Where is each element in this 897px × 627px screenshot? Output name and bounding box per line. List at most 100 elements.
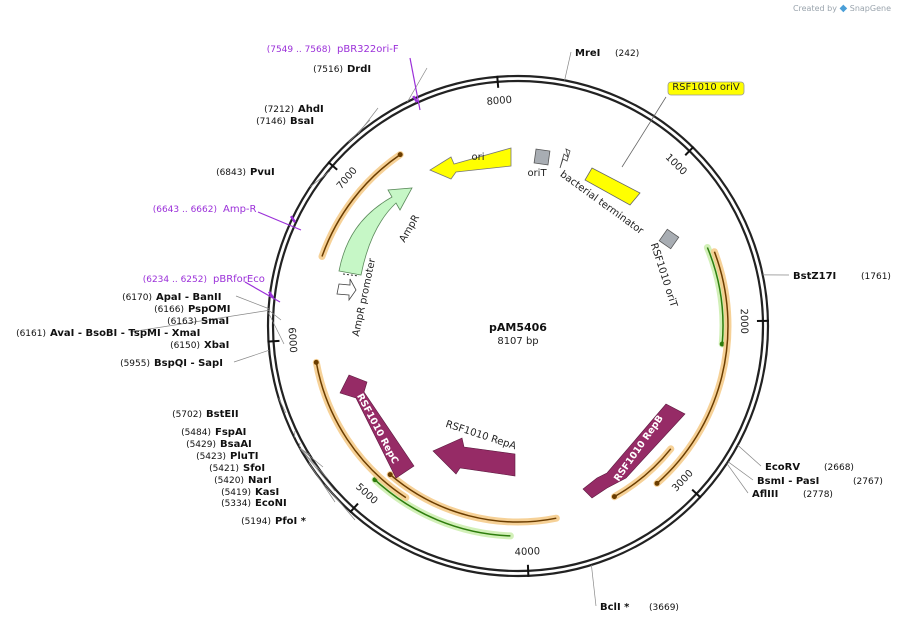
site-coord-bsaai: (5429): [186, 440, 216, 450]
site-name-pvui: PvuI: [250, 167, 275, 178]
site-name-bsteii: BstEII: [206, 409, 239, 420]
site-name-pasi: - PasI: [785, 476, 820, 487]
orf-arrow-tip: [388, 472, 393, 477]
site-name-avai: AvaI: [50, 328, 74, 339]
site-label-bsmi: BsmI - PasI: [757, 476, 819, 487]
site-leader-xbai: [268, 312, 284, 344]
site-coord-mrei: (242): [615, 49, 639, 59]
site-coord-avai: (6161): [16, 329, 46, 339]
site-name-bstz17i: BstZ17I: [793, 271, 836, 282]
site-name-bsobi: - BsoBI: [74, 328, 117, 339]
tick-mark: [497, 76, 498, 88]
site-name-xbai: XbaI: [204, 340, 229, 351]
site-name-fspai: FspAI: [215, 427, 246, 438]
site-coord-fspai: (5484): [181, 428, 211, 438]
site-coord-drdi: (7516): [313, 65, 343, 75]
rsf1010-orit-marker: [659, 229, 678, 248]
site-coord-kasi: (5419): [221, 488, 251, 498]
site-name-kasi: KasI: [255, 487, 279, 498]
site-name-nari: NarI: [248, 475, 272, 486]
site-name-bcli: BclI *: [600, 602, 630, 613]
site-label-bcli: BclI *: [600, 602, 630, 613]
site-name-bsmi: BsmI: [757, 476, 785, 487]
orf-arrow-tip: [612, 494, 617, 499]
site-coord-xbai: (6150): [170, 341, 200, 351]
orf-shadow: [390, 475, 556, 522]
site-name-ahdi: AhdI: [298, 104, 324, 115]
site-name-apai: ApaI: [156, 292, 181, 303]
primer-name-pbrforeco: pBRforEco: [213, 274, 265, 285]
site-coord-bsteii: (5702): [172, 410, 202, 420]
site-coord-afliii: (2778): [803, 490, 833, 500]
primer-coord-pbrforeco: (6234 .. 6252): [143, 275, 207, 285]
site-name-bsaai: BsaAI: [220, 439, 252, 450]
tick-label: 2000: [738, 308, 750, 334]
site-label-pluti: PluTI: [230, 451, 258, 462]
site-leader-apai: [236, 296, 269, 309]
site-coord-apai: (6170): [122, 293, 152, 303]
site-name-sfoi: SfoI: [243, 463, 265, 474]
tick-label: 1000: [663, 152, 689, 178]
tick-label: 6000: [286, 327, 299, 353]
site-label-sfoi: SfoI: [243, 463, 265, 474]
site-label-econi: EcoNI: [255, 498, 287, 509]
site-name-drdi: DrdI: [347, 64, 371, 75]
site-coord-ecorv: (2668): [824, 463, 854, 473]
site-label-pvui: PvuI: [250, 167, 275, 178]
orf-arrow-tip: [398, 152, 403, 157]
site-coord-bspqi: (5955): [120, 359, 150, 369]
site-name-pspomi: PspOMI: [188, 304, 230, 315]
primer-leader-pbr322ori-f: [410, 58, 420, 110]
orf-arrow-tip: [314, 360, 319, 365]
site-name-bspqi: BspQI: [154, 358, 187, 369]
site-label-apai: ApaI - BanII: [156, 292, 221, 303]
site-name-ecorv: EcoRV: [765, 462, 800, 473]
site-label-avai: AvaI - BsoBI - TspMI - XmaI: [50, 328, 200, 339]
ori-label: ori: [471, 152, 484, 163]
site-name-tspmi: - TspMI: [117, 328, 160, 339]
site-label-ahdi: AhdI: [298, 104, 324, 115]
plasmid-length: 8107 bp: [497, 336, 538, 347]
site-coord-pluti: (5423): [196, 452, 226, 462]
site-leader-ecorv: [738, 445, 761, 466]
site-label-xbai: XbaI: [204, 340, 229, 351]
site-leader-afliii: [727, 463, 748, 493]
site-label-afliii: AflIII: [752, 489, 778, 500]
site-label-mrei: MreI: [575, 48, 600, 59]
site-name-mrei: MreI: [575, 48, 600, 59]
site-label-bspqi: BspQI - SapI: [154, 358, 223, 369]
tick-label: 8000: [486, 95, 512, 108]
bacterial-terminator-marker: [560, 149, 570, 168]
site-name-pluti: PluTI: [230, 451, 258, 462]
site-coord-bcli: (3669): [649, 603, 679, 613]
snapgene-logo-icon: ◆: [840, 3, 848, 14]
site-leader-econi: [309, 463, 335, 502]
site-leader-sfoi: [300, 448, 323, 467]
site-label-pspomi: PspOMI: [188, 304, 230, 315]
site-name-xmai: - XmaI: [161, 328, 201, 339]
ampr-label: AmpR: [398, 213, 422, 244]
site-label-fspai: FspAI: [215, 427, 246, 438]
site-name-sapi: - SapI: [187, 358, 223, 369]
site-coord-smai: (6163): [167, 317, 197, 327]
created-by-credit: Created by ◆ SnapGene: [793, 3, 891, 14]
primer-coord-pbr322ori-f: (7549 .. 7568): [267, 45, 331, 55]
site-coord-pspomi: (6166): [154, 305, 184, 315]
site-label-bsteii: BstEII: [206, 409, 239, 420]
site-name-banii: - BanII: [181, 292, 221, 303]
orit-marker: [534, 149, 550, 165]
tick-label: 4000: [514, 546, 540, 558]
site-leader-nari: [300, 448, 328, 479]
site-name-bsai: BsaI: [290, 116, 314, 127]
primer-name-amp-r: Amp-R: [223, 204, 257, 215]
site-coord-econi: (5334): [221, 499, 251, 509]
site-label-smai: SmaI: [201, 316, 229, 327]
site-label-bstz17i: BstZ17I: [793, 271, 836, 282]
rsf1010-repb-label: RSF1010 RepB: [612, 413, 666, 483]
site-label-bsai: BsaI: [290, 116, 314, 127]
site-label-ecorv: EcoRV: [765, 462, 800, 473]
site-coord-bsmi: (2767): [853, 477, 883, 487]
plasmid-name: pAM5406: [489, 321, 547, 334]
